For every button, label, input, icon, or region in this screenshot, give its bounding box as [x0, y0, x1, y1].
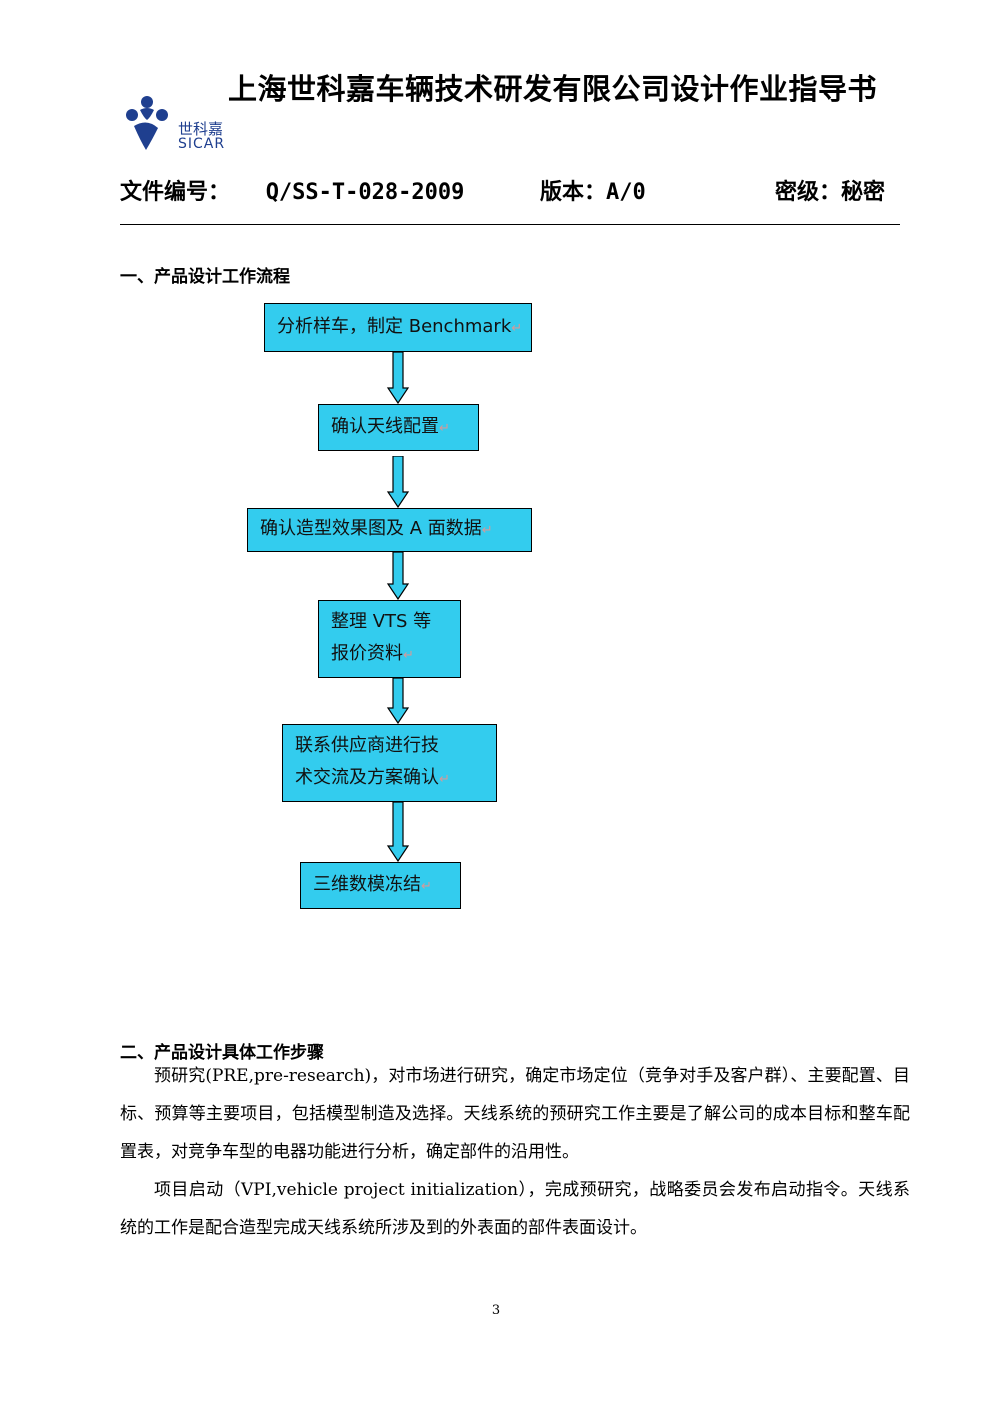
return-mark-icon: ↵ — [511, 320, 523, 336]
down-arrow-icon — [386, 802, 410, 862]
flow-step-5-line-1: 联系供应商进行技 — [295, 735, 439, 756]
flow-step-5: 联系供应商进行技 术交流及方案确认↵ — [282, 724, 497, 802]
flow-step-4-line-1: 整理 VTS 等 — [331, 611, 432, 632]
flow-step-6: 三维数模冻结↵ — [300, 862, 461, 909]
down-arrow-icon — [386, 352, 410, 404]
logo-english-text: SICAR — [178, 136, 226, 152]
company-logo: 世科嘉 SICAR — [122, 92, 242, 156]
flow-step-6-text: 三维数模冻结 — [313, 873, 421, 895]
flow-step-2-text: 确认天线配置 — [331, 415, 439, 437]
header-divider — [120, 224, 900, 225]
flow-step-2: 确认天线配置↵ — [318, 404, 479, 451]
logo-chinese-text: 世科嘉 — [178, 120, 224, 138]
version: 版本：A/0 — [540, 174, 646, 206]
return-mark-icon: ↵ — [439, 420, 450, 436]
flow-step-4-line-2: 报价资料 — [331, 643, 403, 664]
page-number: 3 — [491, 1303, 501, 1318]
section1-heading: 一、产品设计工作流程 — [120, 267, 290, 287]
logo-mark-icon — [126, 96, 168, 150]
secrecy-value: 秘密 — [841, 180, 886, 205]
document-title: 上海世科嘉车辆技术研发有限公司设计作业指导书 — [228, 72, 878, 106]
version-value: A/0 — [606, 180, 646, 205]
section2-heading: 二、产品设计具体工作步骤 — [120, 1043, 324, 1063]
secrecy-label: 密级： — [775, 180, 842, 205]
flow-step-3: 确认造型效果图及 A 面数据↵ — [247, 508, 532, 552]
version-label: 版本： — [540, 180, 607, 205]
doc-number: 文件编号： Q/SS-T-028-2009 — [120, 174, 464, 206]
doc-number-label: 文件编号： — [120, 180, 231, 205]
flow-step-4: 整理 VTS 等 报价资料↵ — [318, 600, 461, 678]
flow-step-1: 分析样车，制定 Benchmark↵ — [264, 303, 532, 352]
flow-step-1-text: 分析样车，制定 Benchmark — [277, 315, 512, 337]
secrecy-level: 密级：秘密 — [775, 174, 885, 206]
return-mark-icon: ↵ — [421, 878, 432, 894]
paragraph-project-initialization: 项目启动（VPI,vehicle project initialization）… — [120, 1180, 910, 1238]
down-arrow-icon — [386, 678, 410, 724]
paragraph-pre-research: 预研究(PRE,pre-research)，对市场进行研究，确定市场定位（竞争对… — [120, 1066, 910, 1162]
flow-step-5-line-2: 术交流及方案确认 — [295, 767, 439, 788]
return-mark-icon: ↵ — [481, 523, 493, 538]
return-mark-icon: ↵ — [403, 648, 414, 663]
down-arrow-icon — [386, 456, 410, 508]
return-mark-icon: ↵ — [439, 772, 450, 787]
flow-step-3-text: 确认造型效果图及 A 面数据 — [260, 518, 482, 539]
doc-number-value: Q/SS-T-028-2009 — [265, 180, 465, 205]
down-arrow-icon — [386, 552, 410, 600]
